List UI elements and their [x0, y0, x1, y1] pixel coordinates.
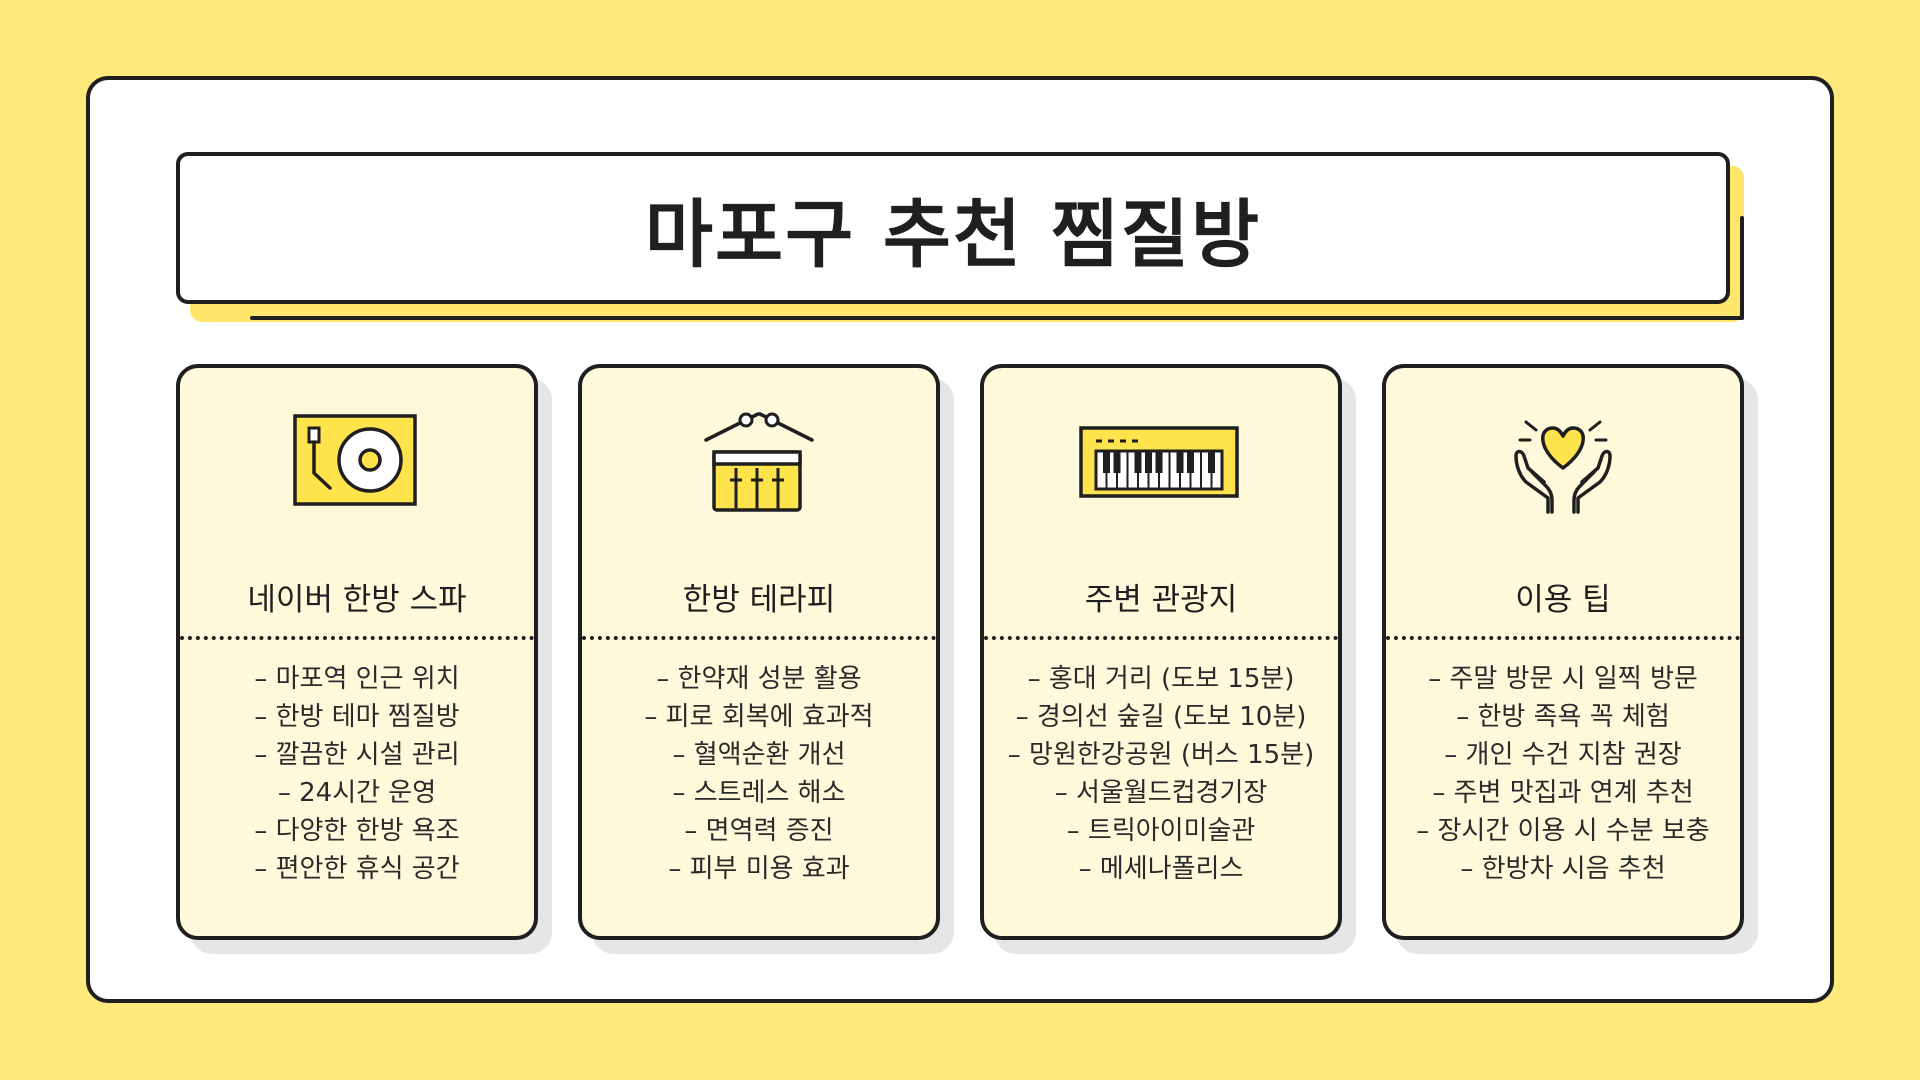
drum-icon — [582, 408, 936, 518]
list-item: – 경의선 숲길 (도보 10분) — [1015, 702, 1307, 732]
list-item: – 한방차 시음 추천 — [1460, 854, 1666, 884]
list-item: – 피로 회복에 효과적 — [644, 702, 874, 732]
list-item: – 편안한 휴식 공간 — [254, 854, 460, 884]
title-shadow-line — [250, 316, 1744, 320]
card-divider — [582, 636, 936, 640]
list-item: – 피부 미용 효과 — [668, 854, 850, 884]
list-item: – 한방 족욕 꼭 체험 — [1456, 702, 1670, 732]
card-therapy: 한방 테라피 – 한약재 성분 활용 – 피로 회복에 효과적 – 혈액순환 개… — [578, 364, 940, 940]
list-item: – 메세나폴리스 — [1078, 854, 1244, 884]
list-item: – 장시간 이용 시 수분 보충 — [1416, 816, 1710, 846]
list-item: – 면역력 증진 — [684, 816, 834, 846]
list-item: – 혈액순환 개선 — [672, 740, 846, 770]
card-divider — [984, 636, 1338, 640]
card-tips: 이용 팁 – 주말 방문 시 일찍 방문 – 한방 족욕 꼭 체험 – 개인 수… — [1382, 364, 1744, 940]
list-item: – 한방 테마 찜질방 — [254, 702, 460, 732]
card-title: 이용 팁 — [1515, 582, 1611, 618]
list-item: – 다양한 한방 욕조 — [254, 816, 460, 846]
card-title: 네이버 한방 스파 — [247, 582, 467, 618]
card-attractions: 주변 관광지 – 홍대 거리 (도보 15분) – 경의선 숲길 (도보 10분… — [980, 364, 1342, 940]
card-list: – 주말 방문 시 일찍 방문 – 한방 족욕 꼭 체험 – 개인 수건 지참 … — [1386, 660, 1740, 888]
page-title: 마포구 추천 찜질방 — [644, 191, 1262, 278]
card-list: – 홍대 거리 (도보 15분) – 경의선 숲길 (도보 10분) – 망원한… — [984, 660, 1338, 888]
list-item: – 홍대 거리 (도보 15분) — [1027, 664, 1295, 694]
list-item: – 스트레스 해소 — [672, 778, 846, 808]
turntable-icon — [180, 408, 534, 518]
card-divider — [180, 636, 534, 640]
keyboard-icon — [984, 408, 1338, 518]
card-title: 한방 테라피 — [682, 582, 836, 618]
list-item: – 깔끔한 시설 관리 — [254, 740, 460, 770]
card-divider — [1386, 636, 1740, 640]
card-list: – 한약재 성분 활용 – 피로 회복에 효과적 – 혈액순환 개선 – 스트레… — [582, 660, 936, 888]
title-shadow-line-vertical — [1740, 216, 1744, 320]
list-item: – 망원한강공원 (버스 15분) — [1007, 740, 1315, 770]
list-item: – 24시간 운영 — [277, 778, 437, 808]
heart-hands-icon — [1386, 408, 1740, 518]
card-spa: 네이버 한방 스파 – 마포역 인근 위치 – 한방 테마 찜질방 – 깔끔한 … — [176, 364, 538, 940]
list-item: – 주변 맛집과 연계 추천 — [1432, 778, 1694, 808]
list-item: – 서울월드컵경기장 — [1054, 778, 1268, 808]
list-item: – 한약재 성분 활용 — [656, 664, 862, 694]
list-item: – 마포역 인근 위치 — [254, 664, 460, 694]
list-item: – 주말 방문 시 일찍 방문 — [1428, 664, 1698, 694]
title-banner: 마포구 추천 찜질방 — [176, 152, 1730, 304]
list-item: – 트릭아이미술관 — [1066, 816, 1256, 846]
card-title: 주변 관광지 — [1084, 582, 1238, 618]
list-item: – 개인 수건 지참 권장 — [1444, 740, 1682, 770]
card-list: – 마포역 인근 위치 – 한방 테마 찜질방 – 깔끔한 시설 관리 – 24… — [180, 660, 534, 888]
